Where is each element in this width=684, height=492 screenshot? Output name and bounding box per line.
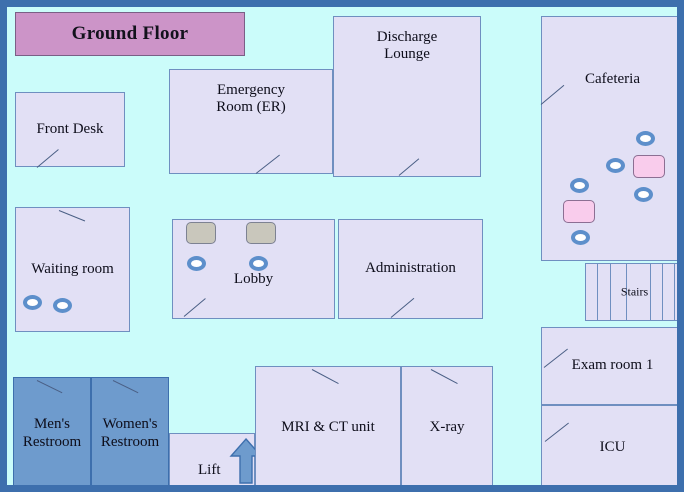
room-label-mri-ct-unit: MRI & CT unit [281, 419, 375, 436]
room-label-stairs: Stairs [620, 284, 649, 299]
chair-waiting-1 [23, 295, 42, 310]
room-label-lobby: Lobby [233, 270, 274, 287]
chair-cafeteria-4 [634, 187, 653, 202]
stair-step [650, 264, 651, 320]
room-label-mens-restroom: Men's Restroom [22, 416, 82, 450]
desk-lobby-1 [186, 222, 216, 244]
stair-step [610, 264, 611, 320]
stair-step [674, 264, 675, 320]
page-title: Ground Floor [71, 23, 189, 44]
room-stairs[interactable]: Stairs [585, 263, 677, 321]
room-label-emergency-room: Emergency Room (ER) [216, 82, 286, 116]
room-label-womens-restroom: Women's Restroom [100, 416, 160, 450]
room-xray[interactable]: X-ray [401, 366, 493, 485]
room-label-exam-room-1: Exam room 1 [571, 357, 654, 374]
room-administration[interactable]: Administration [338, 219, 483, 319]
floor-title-banner: Ground Floor [15, 12, 245, 56]
stair-step [662, 264, 663, 320]
room-label-cafeteria: Cafeteria [585, 71, 640, 87]
room-exam-room-1[interactable]: Exam room 1 [541, 327, 677, 405]
room-label-xray: X-ray [429, 419, 465, 436]
room-label-discharge-lounge: Discharge Lounge [376, 29, 438, 63]
room-label-front-desk: Front Desk [36, 120, 104, 137]
table-cafeteria-2 [563, 200, 595, 223]
stair-step [597, 264, 598, 320]
chair-lobby-2 [249, 256, 268, 271]
room-emergency-room[interactable]: Emergency Room (ER) [169, 69, 333, 174]
chair-lobby-1 [187, 256, 206, 271]
chair-cafeteria-5 [571, 230, 590, 245]
room-discharge-lounge[interactable]: Discharge Lounge [333, 16, 481, 177]
room-mens-restroom[interactable]: Men's Restroom [13, 377, 91, 485]
room-womens-restroom[interactable]: Women's Restroom [91, 377, 169, 485]
chair-cafeteria-3 [570, 178, 589, 193]
room-cafeteria[interactable]: Cafeteria [541, 16, 677, 261]
room-label-icu: ICU [599, 438, 626, 455]
room-mri-ct-unit[interactable]: MRI & CT unit [255, 366, 401, 485]
room-label-waiting-room: Waiting room [31, 260, 114, 277]
room-label-administration: Administration [365, 260, 456, 277]
stair-step [626, 264, 627, 320]
desk-lobby-2 [246, 222, 276, 244]
chair-cafeteria-1 [636, 131, 655, 146]
room-waiting-room[interactable]: Waiting room [15, 207, 130, 332]
room-label-lift: Lift [198, 462, 221, 478]
room-front-desk[interactable]: Front Desk [15, 92, 125, 167]
chair-cafeteria-2 [606, 158, 625, 173]
table-cafeteria-1 [633, 155, 665, 178]
chair-waiting-2 [53, 298, 72, 313]
room-icu[interactable]: ICU [541, 405, 677, 485]
